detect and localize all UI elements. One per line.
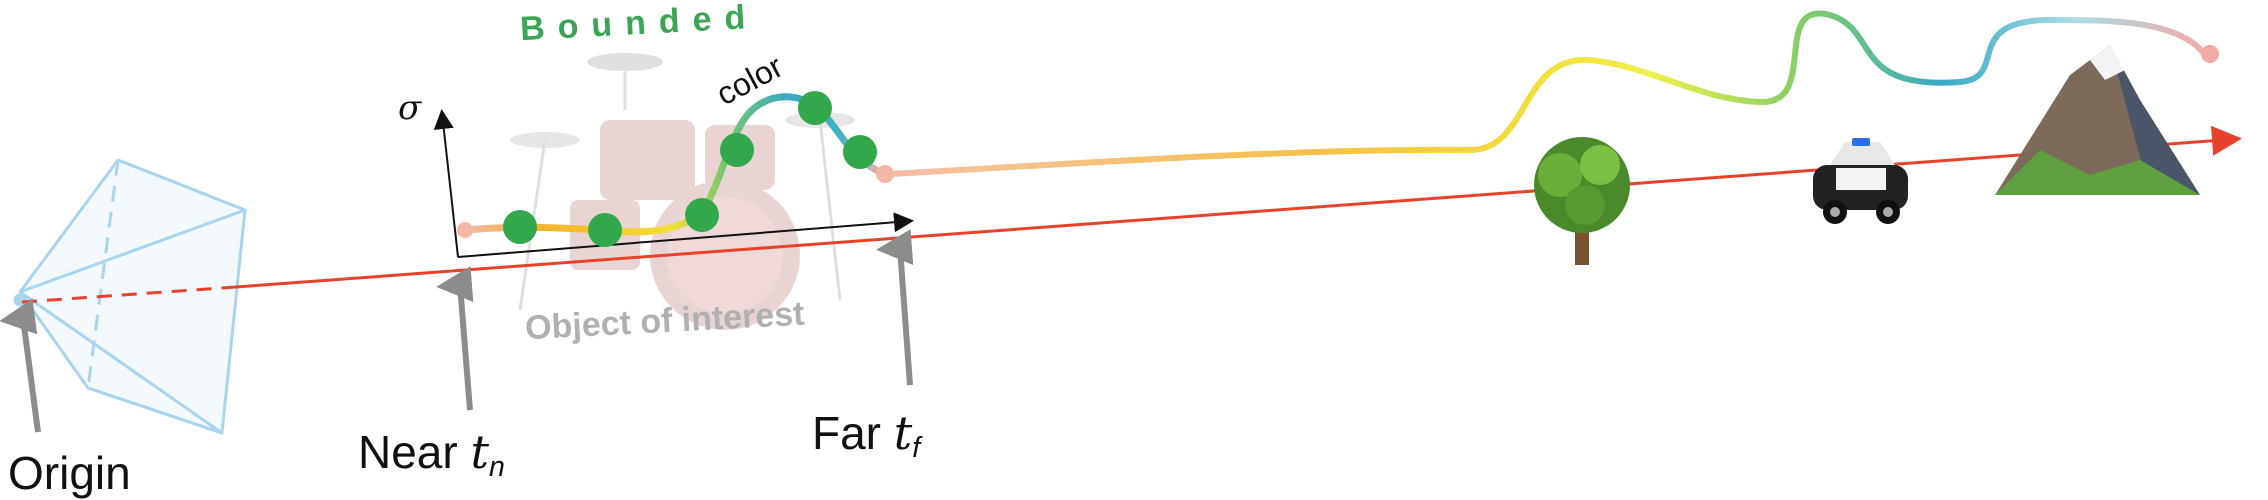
sigma-axis-label: σ xyxy=(398,88,422,128)
curve-end-point xyxy=(876,165,894,183)
t-axis xyxy=(457,212,914,258)
far-symbol: t xyxy=(893,406,913,460)
drum-kit-icon xyxy=(510,53,855,330)
origin-arrow xyxy=(0,298,41,433)
police-car-icon xyxy=(1813,138,1908,224)
sample-point xyxy=(685,198,719,232)
sample-point xyxy=(588,213,622,247)
tree-icon xyxy=(1534,137,1630,265)
camera-frustum-icon xyxy=(13,158,247,435)
origin-label: Origin xyxy=(8,447,131,499)
sample-point xyxy=(798,91,832,125)
near-symbol: t xyxy=(470,425,490,479)
sample-point xyxy=(720,133,754,167)
near-label: Near tn xyxy=(358,425,505,484)
far-text: Far xyxy=(812,407,881,459)
far-label: Far tf xyxy=(812,406,920,465)
sample-point xyxy=(503,210,537,244)
curve-far-end-point xyxy=(2201,45,2219,63)
far-subscript: f xyxy=(912,431,921,464)
mountain-icon xyxy=(1995,45,2200,195)
near-text: Near xyxy=(358,426,458,478)
ray-line xyxy=(235,125,2242,289)
far-arrow xyxy=(876,229,914,386)
unbounded-density-curve xyxy=(887,10,2208,177)
near-arrow xyxy=(436,266,474,411)
sigma-axis xyxy=(433,109,459,258)
near-subscript: n xyxy=(489,450,505,483)
sample-points xyxy=(503,91,877,247)
curve-start-point xyxy=(457,222,473,238)
ray-dashed-segment xyxy=(21,285,237,304)
sample-point xyxy=(843,135,877,169)
